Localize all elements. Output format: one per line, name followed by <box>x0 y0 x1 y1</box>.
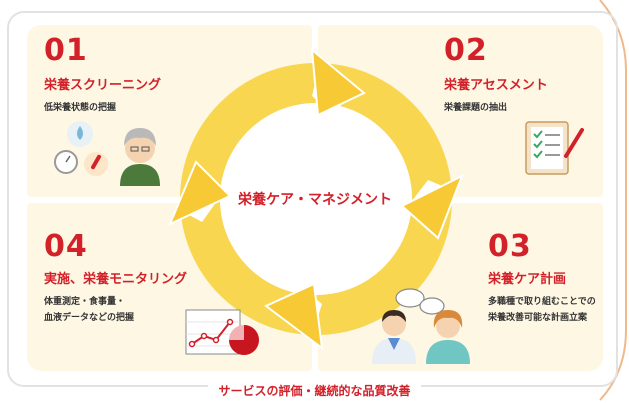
step-02-number: 02 <box>444 33 488 68</box>
step-03-desc-line-1: 多職種で取り組むことでの <box>488 297 596 307</box>
step-01-title: 栄養スクリーニング <box>44 78 162 93</box>
step-02-desc-line-1: 栄養課題の抽出 <box>444 103 508 113</box>
step-01-illustration <box>54 121 160 186</box>
nurse-icon <box>426 310 470 364</box>
step-03-illustration <box>372 288 470 364</box>
arrow-head-top <box>310 47 366 117</box>
footer-banner: サービスの評価・継続的な品質改善 <box>0 380 629 399</box>
step-03-title: 栄養ケア計画 <box>488 272 567 287</box>
doctor-icon <box>372 310 416 364</box>
scale-icon <box>54 150 78 174</box>
clipboard-checklist-icon <box>525 121 584 175</box>
step-01-desc-line-1: 低栄養状態の把握 <box>44 103 117 113</box>
elderly-person-icon <box>120 128 160 186</box>
arrow-head-bottom <box>264 282 324 351</box>
step-04-title: 実施、栄養モニタリング <box>44 272 188 287</box>
arrow-head-right <box>400 173 464 240</box>
arrow-head-left <box>168 160 232 227</box>
step-03-number: 03 <box>488 229 532 264</box>
step-04-number: 04 <box>44 229 88 264</box>
pie-chart-icon <box>229 325 259 355</box>
step-02-title: 栄養アセスメント <box>444 78 548 93</box>
step-01-number: 01 <box>44 33 88 68</box>
step-04-illustration <box>185 309 259 355</box>
speech-bubbles-icon <box>395 288 445 315</box>
water-drop-icon <box>67 121 93 147</box>
center-label: 栄養ケア・マネジメント <box>238 192 392 208</box>
step-04-desc-line-2: 血液データなどの把握 <box>44 313 135 323</box>
thermometer-icon <box>84 152 108 176</box>
step-04-desc-line-1: 体重測定・食事量・ <box>44 297 126 307</box>
footer-label: サービスの評価・継続的な品質改善 <box>208 384 421 398</box>
step-03-desc-line-2: 栄養改善可能な計画立案 <box>488 313 588 323</box>
